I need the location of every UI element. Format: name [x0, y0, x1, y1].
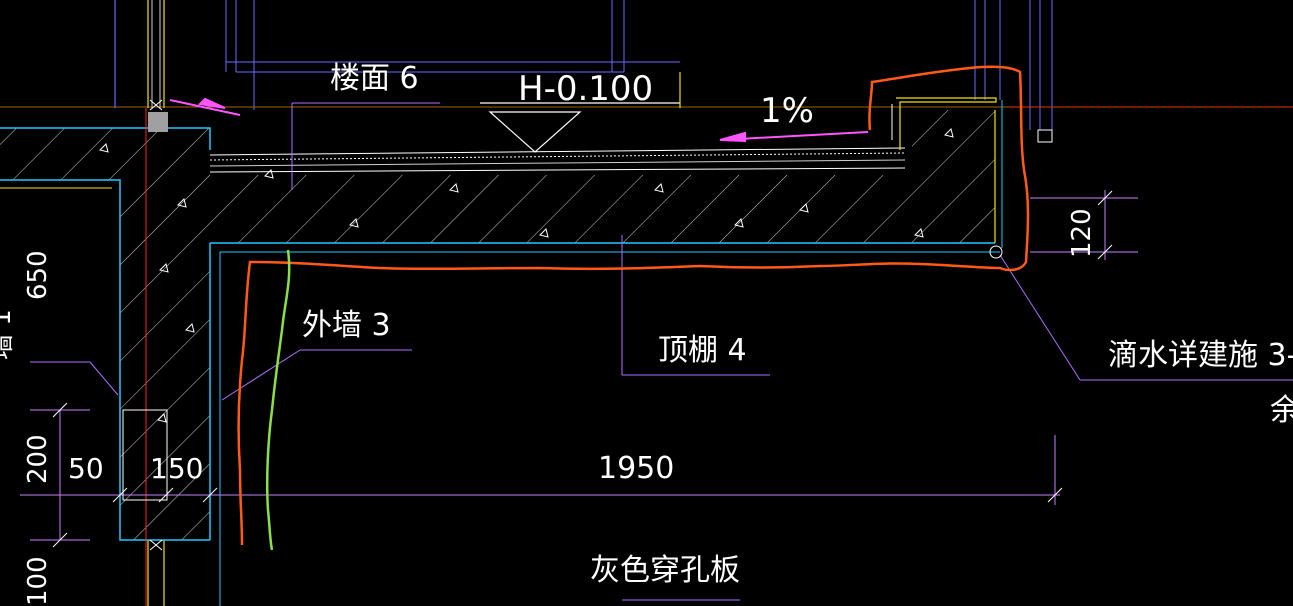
- dim-text-100: 100: [23, 556, 53, 606]
- orange-markup: [237, 65, 1030, 546]
- column-base-marks: [149, 99, 163, 551]
- label-cut-off-right: 余: [1270, 393, 1293, 428]
- label-drip-detail: 滴水详建施 3-: [1108, 338, 1293, 373]
- column-lines: [114, 0, 165, 606]
- floor-finish-layers: [209, 97, 997, 173]
- label-elevation: H-0.100: [518, 69, 653, 109]
- mortar-patch: [148, 112, 168, 132]
- dim-120: [1030, 129, 1138, 260]
- dim-bottom: [20, 402, 1063, 548]
- label-ceiling: 顶棚 4: [658, 333, 747, 368]
- label-slope: 1%: [760, 91, 814, 131]
- label-floor: 楼面 6: [330, 61, 419, 96]
- dim-text-150: 150: [150, 452, 203, 485]
- dim-text-50: 50: [68, 452, 104, 485]
- leader-lines: [30, 102, 1293, 601]
- aggregate-marks: [99, 128, 954, 423]
- elevation-symbol: [480, 72, 681, 153]
- dim-text-120: 120: [1067, 208, 1097, 258]
- label-exterior-wall: 外墙 3: [302, 308, 391, 343]
- dim-text-1950: 1950: [598, 451, 674, 486]
- dim-text-650: 650: [23, 250, 53, 300]
- label-wall-left: 墙 1: [0, 309, 17, 360]
- green-markup: [265, 249, 291, 551]
- concrete-structure: [0, 100, 1003, 606]
- drip-circle: [989, 245, 1003, 259]
- dim-text-200: 200: [23, 434, 53, 484]
- slope-arrows: [169, 97, 869, 143]
- label-panel: 灰色穿孔板: [590, 553, 740, 588]
